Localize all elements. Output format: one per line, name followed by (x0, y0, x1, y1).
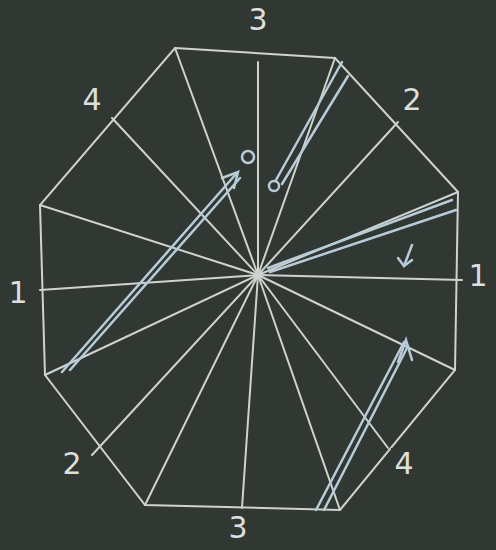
edge-number: 1 (465, 260, 490, 292)
edge-number: 2 (59, 448, 84, 480)
edge-number: 4 (391, 448, 416, 480)
edge-number: 3 (245, 4, 270, 36)
edge-number: 3 (225, 512, 250, 544)
edge-number: 1 (5, 277, 30, 309)
edge-number: 4 (79, 84, 104, 116)
edge-number: 2 (399, 84, 424, 116)
chalk-lines (40, 48, 462, 510)
chalk-arrows (62, 62, 456, 510)
